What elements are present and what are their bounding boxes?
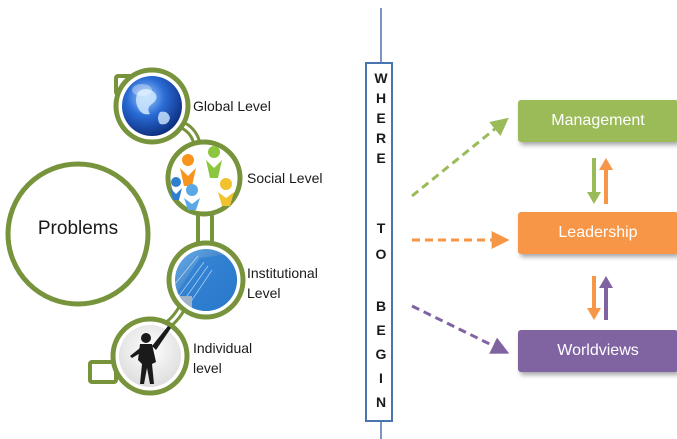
vertical-letter: E — [376, 150, 386, 166]
vertical-letter: E — [376, 110, 386, 126]
vertical-letter: H — [375, 90, 387, 106]
individual-level-label: Individual level — [193, 340, 253, 376]
vertical-letter: W — [374, 70, 388, 86]
leadership-worldviews-arrows — [587, 276, 613, 320]
people-circle-icon — [165, 139, 243, 217]
vertical-letter: E — [376, 322, 386, 338]
vertical-letter: G — [375, 346, 387, 362]
social-level-label: Social Level — [247, 170, 323, 186]
problems-label: Problems — [37, 218, 119, 239]
vertical-letter: O — [375, 246, 387, 262]
where-to-begin-box: W H E R E T O B E G I N — [365, 62, 393, 422]
arrow-to-worldviews — [411, 304, 510, 354]
management-box: Management — [518, 100, 677, 142]
vertical-letter: I — [379, 370, 383, 386]
vertical-letter: N — [375, 394, 387, 410]
vertical-letter: T — [376, 220, 386, 236]
person-icon — [110, 316, 190, 396]
arrow-to-management — [411, 117, 509, 198]
management-leadership-arrows — [587, 158, 613, 204]
institutional-level-label: Institutional Level — [247, 265, 318, 301]
leadership-box: Leadership — [518, 212, 677, 254]
building-icon — [166, 240, 246, 320]
global-level-label: Global Level — [193, 98, 271, 114]
vertical-letter: B — [375, 298, 387, 314]
globe-icon — [113, 67, 191, 145]
vertical-letter: R — [375, 130, 387, 146]
problems-circle — [5, 161, 151, 307]
worldviews-box: Worldviews — [518, 330, 677, 372]
